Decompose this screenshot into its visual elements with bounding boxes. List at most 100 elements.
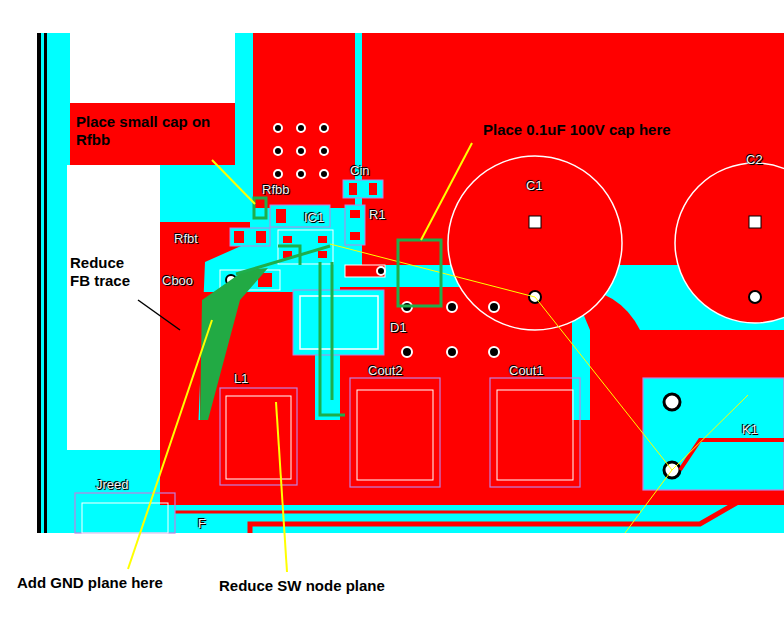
diode-pad — [300, 296, 378, 349]
via — [297, 170, 305, 178]
trace-markup-line — [320, 262, 345, 415]
part-name: F — [198, 516, 206, 531]
trace-markup — [236, 246, 345, 415]
ratsnest-line — [330, 244, 535, 297]
leader-line — [128, 320, 212, 569]
capacitor-footprint — [343, 180, 383, 198]
part-name: C1 — [526, 178, 543, 193]
placement-box — [254, 198, 266, 218]
connector-pad — [82, 503, 168, 533]
pad — [276, 209, 286, 223]
pad — [529, 216, 541, 228]
via — [297, 124, 305, 132]
leader-line — [276, 402, 287, 572]
annotation: Reduce SW node plane — [219, 577, 385, 595]
copper-trace — [680, 440, 784, 470]
annotation: Place 0.1uF 100V cap here — [483, 121, 671, 139]
pad — [256, 231, 266, 243]
via — [320, 124, 328, 132]
ratsnest — [330, 244, 748, 533]
resistor-footprint — [345, 205, 365, 245]
board-edge — [37, 33, 41, 533]
inductor-footprint — [220, 388, 297, 485]
ratsnest-line — [535, 297, 672, 470]
part-name: Cout2 — [368, 363, 403, 378]
annotation: Place small cap on Rfbb — [76, 113, 234, 149]
part-name: Cout1 — [509, 363, 544, 378]
ratsnest-line — [672, 395, 748, 470]
via-array — [274, 124, 499, 357]
pad — [350, 210, 360, 218]
trace-markup-line — [236, 246, 330, 274]
pad — [349, 183, 357, 195]
board-ground — [41, 33, 784, 533]
part-name: Jreed — [96, 477, 129, 492]
leaders — [128, 143, 472, 572]
pad — [234, 231, 244, 243]
inductor-pad — [226, 396, 291, 479]
board-edge-line — [44, 33, 47, 533]
pad — [350, 232, 360, 240]
pad — [318, 236, 327, 243]
diode-footprint — [293, 290, 384, 355]
part-name: C2 — [746, 152, 763, 167]
leader-line — [421, 143, 472, 240]
relay-footprint — [643, 378, 784, 490]
pad — [369, 183, 377, 195]
capacitor-pad — [497, 390, 573, 480]
pad — [283, 236, 292, 243]
annotation: Reduce FB trace — [70, 254, 142, 290]
copper-pour — [175, 420, 640, 505]
capacitor-outline — [675, 163, 784, 323]
via — [402, 347, 412, 357]
keepout-area — [70, 33, 235, 103]
via — [447, 302, 457, 312]
copper-trace — [175, 511, 640, 514]
capacitor-outline — [448, 156, 622, 330]
placement-box — [398, 240, 441, 306]
part-name: Cin — [350, 163, 370, 178]
via — [377, 267, 385, 275]
part-name: K1 — [742, 422, 758, 437]
via — [320, 170, 328, 178]
capacitor-footprint — [490, 378, 580, 487]
trace-markup-line — [278, 246, 300, 265]
keepout-area — [67, 165, 160, 450]
copper-pour — [590, 330, 784, 505]
resistor-footprint — [230, 228, 270, 246]
annotation: Add GND plane here — [17, 574, 163, 592]
ratsnest-line — [625, 470, 672, 533]
via — [320, 147, 328, 155]
leader-line — [212, 160, 255, 204]
part-name: D1 — [390, 320, 407, 335]
via — [274, 124, 282, 132]
capacitor-pad — [357, 390, 433, 480]
via — [297, 147, 305, 155]
via — [274, 147, 282, 155]
part-name: Rfbb — [262, 182, 289, 197]
copper-trace — [250, 498, 745, 533]
part-name: Cboo — [162, 273, 193, 288]
part-name: Rfbt — [174, 231, 198, 246]
pad — [318, 251, 327, 258]
pad — [749, 291, 761, 303]
pad — [345, 265, 385, 277]
copper-pour — [70, 103, 235, 165]
pad — [664, 394, 680, 410]
part-name: R1 — [369, 207, 386, 222]
gnd-plane-markup — [200, 268, 268, 420]
via — [489, 347, 499, 357]
pad — [749, 216, 761, 228]
part-name: L1 — [234, 371, 248, 386]
trace-markup-line — [331, 262, 334, 400]
via — [274, 170, 282, 178]
connector-footprint — [75, 493, 175, 533]
copper-pour — [253, 33, 355, 208]
part-name: IC1 — [304, 210, 324, 225]
resistor-footprint — [270, 205, 330, 227]
via — [489, 302, 499, 312]
